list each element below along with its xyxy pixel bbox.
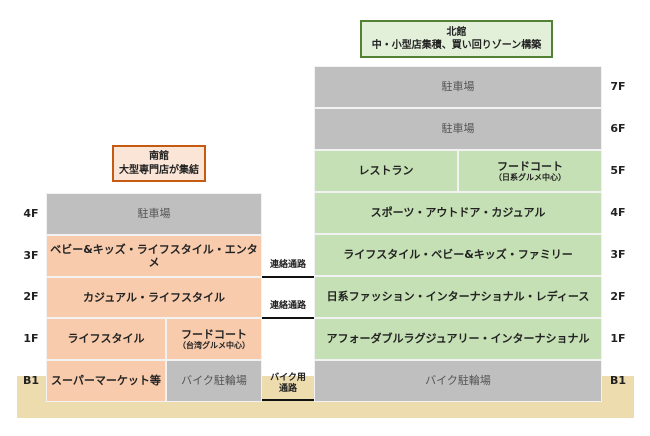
zone-label: バイク駐輪場 (425, 374, 491, 388)
zone-label: フードコート (497, 159, 563, 173)
zone-label: バイク駐輪場 (181, 374, 247, 388)
bike-passage-line2: 通路 (278, 384, 297, 395)
floor-label: 7F (610, 80, 626, 93)
north-title: 北館 (446, 26, 467, 38)
south-3f-zone: ベビー&キッズ・ライフスタイル・エンタメ (46, 235, 262, 277)
floor-label: 2F (23, 290, 39, 303)
north-3f-zone: ライフスタイル・ベビー&キッズ・ファミリー (314, 234, 602, 276)
zone-label: アフォーダブルラグジュアリー・インターナショナル (326, 332, 590, 346)
north-building-title: 北館 中・小型店集積、買い回りゾーン構築 (360, 20, 553, 58)
floor-label: 6F (610, 122, 626, 135)
zone-label: ライフスタイル・ベビー&キッズ・ファミリー (343, 248, 573, 262)
zone-label: ライフスタイル (67, 332, 145, 346)
connecting-passage-2f: 連絡通路 (269, 301, 306, 311)
zone-label: フードコート (181, 327, 247, 341)
floor-label: 3F (23, 249, 39, 262)
zone-label: スポーツ・アウトドア・カジュアル (370, 206, 546, 220)
floor-label: 2F (610, 290, 626, 303)
south-b1-bike-parking: バイク駐輪場 (166, 360, 262, 402)
floor-label: 4F (610, 206, 626, 219)
north-7f-parking: 駐車場 (314, 66, 602, 108)
south-building-title: 南館 大型専門店が集結 (112, 145, 206, 182)
south-1f-lifestyle: ライフスタイル (46, 318, 166, 360)
bike-passage-b1: バイク用 通路 (262, 373, 314, 396)
south-1f-foodcourt: フードコート（台湾グルメ中心） (166, 318, 262, 360)
floor-label: 4F (23, 207, 39, 220)
floor-label: 1F (610, 332, 626, 345)
zone-note: （台湾グルメ中心） (178, 340, 250, 350)
north-6f-parking: 駐車場 (314, 108, 602, 150)
passage-line (262, 399, 314, 401)
south-title: 南館 (149, 151, 169, 162)
south-b1-supermarket: スーパーマーケット等 (46, 360, 166, 402)
north-5f-restaurant: レストラン (314, 150, 458, 192)
zone-label: 駐車場 (441, 80, 475, 94)
north-1f-zone: アフォーダブルラグジュアリー・インターナショナル (314, 318, 602, 360)
north-b1-bike-parking: バイク駐輪場 (314, 360, 602, 402)
zone-note: （日系グルメ中心） (494, 172, 566, 182)
passage-line (262, 276, 314, 278)
zone-label: ベビー&キッズ・ライフスタイル・エンタメ (50, 242, 258, 269)
south-2f-zone: カジュアル・ライフスタイル (46, 277, 262, 318)
north-5f-foodcourt: フードコート（日系グルメ中心） (458, 150, 602, 192)
floor-label: 5F (610, 164, 626, 177)
floor-label: B1 (22, 374, 40, 387)
passage-line (262, 317, 314, 319)
zone-label: 日系ファッション・インターナショナル・レディース (326, 290, 590, 304)
floor-label: 1F (23, 332, 39, 345)
south-subtitle: 大型専門店が集結 (119, 164, 199, 176)
bike-passage-line1: バイク用 (270, 373, 306, 383)
zone-label: カジュアル・ライフスタイル (83, 290, 225, 304)
floor-label: 3F (610, 248, 626, 261)
zone-label: 駐車場 (137, 207, 171, 221)
north-4f-zone: スポーツ・アウトドア・カジュアル (314, 192, 602, 234)
north-2f-zone: 日系ファッション・インターナショナル・レディース (314, 276, 602, 318)
zone-label: スーパーマーケット等 (51, 374, 161, 388)
north-subtitle: 中・小型店集積、買い回りゾーン構築 (371, 40, 542, 51)
zone-label: レストラン (358, 164, 414, 178)
floor-label: B1 (609, 374, 627, 387)
connecting-passage-3f: 連絡通路 (269, 260, 306, 270)
zone-label: 駐車場 (441, 122, 475, 136)
south-4f-parking: 駐車場 (46, 193, 262, 235)
